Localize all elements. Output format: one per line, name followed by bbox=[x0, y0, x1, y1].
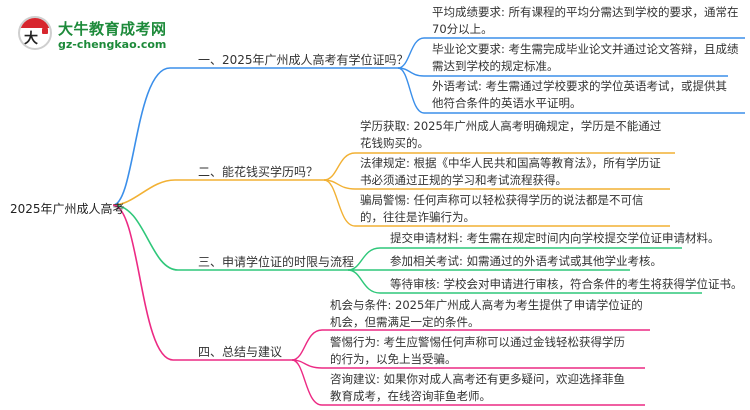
connector-root-branch1 bbox=[112, 67, 398, 206]
branch-node-3[interactable]: 三、申请学位证的时限与流程 bbox=[198, 255, 355, 269]
logo-url: gz-chengkao.com bbox=[58, 38, 167, 51]
branch-node-1[interactable]: 一、2025年广州成人高考有学位证吗？ bbox=[198, 53, 409, 67]
site-logo[interactable]: 大牛 大牛教育成考网 gz-chengkao.com bbox=[14, 14, 194, 56]
branch-node-4[interactable]: 四、总结与建议 bbox=[198, 345, 283, 359]
leaf-node[interactable]: 机会与条件: 2025年广州成人高考为考生提供了申请学位证的机会，但需满足一定的… bbox=[330, 298, 643, 329]
connector-root-branch3 bbox=[112, 204, 348, 271]
connector-root-branch2 bbox=[112, 179, 324, 206]
ox-logo-icon: 大牛 bbox=[18, 16, 52, 50]
leaf-node[interactable]: 等待审核: 学校会对申请进行审核，符合条件的考生将获得学位证书。 bbox=[390, 277, 743, 291]
leaf-node[interactable]: 平均成绩要求: 所有课程的平均分需达到学校的要求，通常在70分以上。 bbox=[432, 5, 739, 36]
leaf-node[interactable]: 学历获取: 2025年广州成人高考明确规定，学历是不能通过花钱购买的。 bbox=[360, 119, 662, 150]
leaf-node[interactable]: 咨询建议: 如果你对成人高考还有更多疑问，欢迎选择菲鱼教育成考，在线咨询菲鱼老师… bbox=[330, 372, 626, 403]
root-node[interactable]: 2025年广州成人高考 bbox=[10, 202, 125, 216]
leaf-node[interactable]: 骗局警惕: 任何声称可以轻松获得学历的说法都是不可信的，往往是诈骗行为。 bbox=[360, 193, 644, 224]
leaf-node[interactable]: 提交申请材料: 考生需在规定时间内向学校提交学位证申请材料。 bbox=[390, 231, 720, 245]
leaf-node[interactable]: 法律规定: 根据《中华人民共和国高等教育法》，所有学历证书必须通过正规的学习和考… bbox=[360, 156, 661, 187]
connector-root-branch4 bbox=[112, 204, 292, 361]
logo-title: 大牛教育成考网 bbox=[58, 20, 167, 38]
leaf-node[interactable]: 参加相关考试: 如需通过的外语考试或其他学业考核。 bbox=[390, 254, 663, 268]
branch-node-2[interactable]: 二、能花钱买学历吗？ bbox=[198, 165, 319, 179]
leaf-node[interactable]: 警惕行为: 考生应警惕任何声称可以通过金钱轻松获得学历的行为，以免上当受骗。 bbox=[330, 335, 626, 366]
leaf-node[interactable]: 外语考试: 考生需通过学校要求的学位英语考试，或提供其他符合条件的英语水平证明。 bbox=[432, 79, 728, 110]
leaf-node[interactable]: 毕业论文要求: 考生需完成毕业论文并通过论文答辩，且成绩需达到学校的规定标准。 bbox=[432, 42, 739, 73]
